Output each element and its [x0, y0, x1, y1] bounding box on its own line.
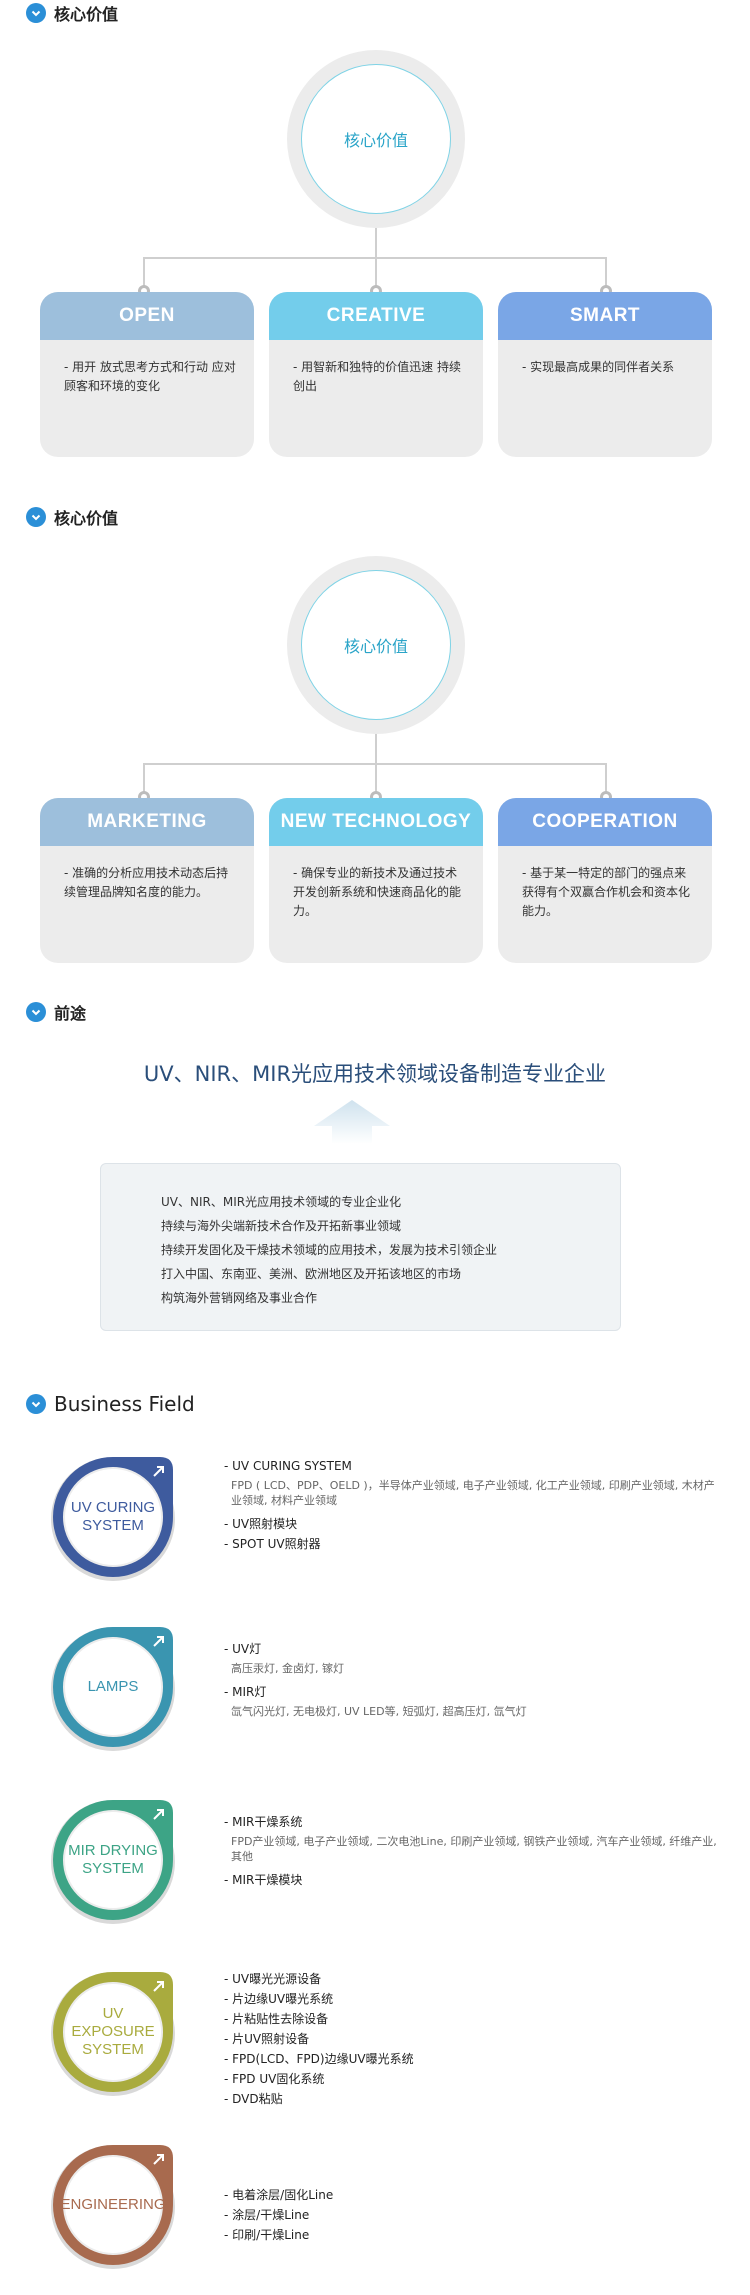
- list-item: 持续与海外尖端新技术合作及开拓新事业领域: [161, 1219, 402, 1233]
- section-title: 核心价值: [54, 509, 119, 528]
- tree-connector: [605, 257, 607, 287]
- value-card-open: OPEN - 用开 放式思考方式和行动 应对顾客和环境的变化: [40, 292, 254, 457]
- value-card-text: - 用开 放式思考方式和行动 应对顾客和环境的变化: [64, 360, 236, 393]
- tree-connector: [375, 257, 377, 287]
- section-heading-core-values-1: 核心价值: [26, 1, 118, 25]
- business-field-name: LAMPS: [87, 1678, 139, 1695]
- tree-connector: [143, 763, 145, 793]
- badge-ring: [51, 1457, 175, 1581]
- value-card-title: NEW TECHNOLOGY: [269, 798, 483, 846]
- value-card-creative: CREATIVE - 用智新和独特的价值迅速 持续创出: [269, 292, 483, 457]
- list-item: - 片粘贴性去除设备: [224, 2012, 329, 2026]
- section-title: 前途: [54, 1004, 87, 1023]
- list-item: - 涂层/干燥Line: [224, 2208, 310, 2222]
- list-item: 持续开发固化及干燥技术领域的应用技术，发展为技术引领企业: [161, 1243, 498, 1257]
- list-item: - UV CURING SYSTEM: [224, 1459, 352, 1473]
- value-card-text: - 准确的分析应用技术动态后持续管理品牌知名度的能力。: [64, 866, 229, 899]
- business-field-badge: LAMPS: [48, 1622, 178, 1752]
- tree-connector: [605, 763, 607, 793]
- tree-connector: [375, 734, 377, 764]
- list-item: - MIR干燥模块: [224, 1873, 303, 1887]
- badge-ring: [51, 1972, 175, 2096]
- value-card-marketing: MARKETING - 准确的分析应用技术动态后持续管理品牌知名度的能力。: [40, 798, 254, 963]
- section-title: Business Field: [54, 1392, 195, 1416]
- list-item: - MIR干燥系统: [224, 1815, 303, 1829]
- arrow-up-right-icon: [153, 1809, 164, 1820]
- value-card-text: - 实现最高成果的同伴者关系: [522, 360, 675, 374]
- value-card-text: - 确保专业的新技术及通过技术开发创新系统和快速商品化的能力。: [293, 866, 462, 918]
- business-field-name: ENGINEERING: [60, 2196, 166, 2213]
- badge-ring: [51, 2145, 175, 2269]
- value-card-cooperation: COOPERATION - 基于某一特定的部门的强点来获得有个双赢合作机会和资本…: [498, 798, 712, 963]
- business-field-details: - 电着涂层/固化Line - 涂层/干燥Line - 印刷/干燥Line: [224, 2185, 724, 2245]
- value-card-text: - 用智新和独特的价值迅速 持续创出: [293, 360, 461, 393]
- arrow-up-icon: [314, 1100, 390, 1144]
- arrow-up-right-icon: [153, 2154, 164, 2165]
- value-card-title: SMART: [498, 292, 712, 340]
- list-item: - UV曝光光源设备: [224, 1972, 322, 1986]
- list-item-detail: FPD ( LCD、PDP、OELD )，半导体产业领域, 电子产业领域, 化工…: [231, 1479, 715, 1507]
- list-item: - MIR灯: [224, 1685, 267, 1699]
- chevron-down-icon: [26, 1394, 46, 1414]
- list-item: - FPD UV固化系统: [224, 2072, 325, 2086]
- list-item: - 片UV照射设备: [224, 2032, 310, 2046]
- value-card-title: OPEN: [40, 292, 254, 340]
- core-value-label: 核心价值: [301, 570, 451, 720]
- value-card-title: COOPERATION: [498, 798, 712, 846]
- business-field-details: - MIR干燥系统 FPD产业领域, 电子产业领域, 二次电池Line, 印刷产业…: [224, 1812, 724, 1890]
- chevron-down-icon: [26, 1002, 46, 1022]
- list-item: UV、NIR、MIR光应用技术领域的专业企业化: [161, 1195, 402, 1209]
- core-value-circle: 核心价值: [287, 556, 465, 734]
- value-card-smart: SMART - 实现最高成果的同伴者关系: [498, 292, 712, 457]
- section-title: 核心价值: [54, 5, 119, 24]
- list-item-detail: 氙气闪光灯, 无电极灯, UV LED等, 短弧灯, 超高压灯, 氙气灯: [231, 1705, 527, 1718]
- business-field-details: - UV曝光光源设备 - 片边缘UV曝光系统 - 片粘贴性去除设备 - 片UV照射设备…: [224, 1969, 724, 2109]
- section-heading-business-field: Business Field: [26, 1392, 195, 1416]
- list-item-detail: FPD产业领域, 电子产业领域, 二次电池Line, 印刷产业领域, 钢铁产业领…: [231, 1835, 717, 1863]
- business-field-details: - UV灯高压汞灯, 金卤灯, 镓灯 - MIR灯氙气闪光灯, 无电极灯, UV …: [224, 1639, 724, 1725]
- section-heading-core-values-2: 核心价值: [26, 505, 118, 529]
- core-value-label: 核心价值: [301, 64, 451, 214]
- badge-ring: [51, 1627, 175, 1751]
- prospects-headline: UV、NIR、MIR光应用技术领域设备制造专业企业: [143, 1062, 607, 1086]
- core-value-circle: 核心价值: [287, 50, 465, 228]
- prospects-list: UV、NIR、MIR光应用技术领域的专业企业化 持续与海外尖端新技术合作及开拓新…: [161, 1190, 620, 1310]
- business-field-badge: ENGINEERING: [48, 2140, 178, 2270]
- list-item: - 印刷/干燥Line: [224, 2228, 310, 2242]
- list-item: - 片边缘UV曝光系统: [224, 1992, 334, 2006]
- tree-connector: [143, 257, 145, 287]
- chevron-down-icon: [26, 3, 46, 23]
- tree-connector: [375, 763, 377, 793]
- arrow-up-right-icon: [153, 1636, 164, 1647]
- value-card-title: CREATIVE: [269, 292, 483, 340]
- list-item: 打入中国、东南亚、美洲、欧洲地区及开拓该地区的市场: [161, 1267, 462, 1281]
- list-item: - SPOT UV照射器: [224, 1537, 321, 1551]
- chevron-down-icon: [26, 507, 46, 527]
- list-item: - UV照射模块: [224, 1517, 298, 1531]
- badge-ring: [51, 1800, 175, 1924]
- section-heading-prospects: 前途: [26, 1000, 86, 1024]
- arrow-up-right-icon: [153, 1466, 164, 1477]
- list-item-detail: 高压汞灯, 金卤灯, 镓灯: [231, 1662, 344, 1675]
- list-item: - UV灯: [224, 1642, 262, 1656]
- arrow-up-right-icon: [153, 1981, 164, 1992]
- value-card-text: - 基于某一特定的部门的强点来获得有个双赢合作机会和资本化能力。: [522, 866, 691, 918]
- business-field-details: - UV CURING SYSTEM FPD ( LCD、PDP、OELD )，半…: [224, 1456, 724, 1554]
- list-item: - DVD粘贴: [224, 2092, 283, 2106]
- list-item: 构筑海外营销网络及事业合作: [161, 1291, 318, 1305]
- list-item: - FPD(LCD、FPD)边缘UV曝光系统: [224, 2052, 414, 2066]
- value-card-title: MARKETING: [40, 798, 254, 846]
- list-item: - 电着涂层/固化Line: [224, 2188, 334, 2202]
- value-card-new-technology: NEW TECHNOLOGY - 确保专业的新技术及通过技术开发创新系统和快速商…: [269, 798, 483, 963]
- tree-connector: [375, 228, 377, 258]
- prospects-box: UV、NIR、MIR光应用技术领域的专业企业化 持续与海外尖端新技术合作及开拓新…: [100, 1163, 621, 1331]
